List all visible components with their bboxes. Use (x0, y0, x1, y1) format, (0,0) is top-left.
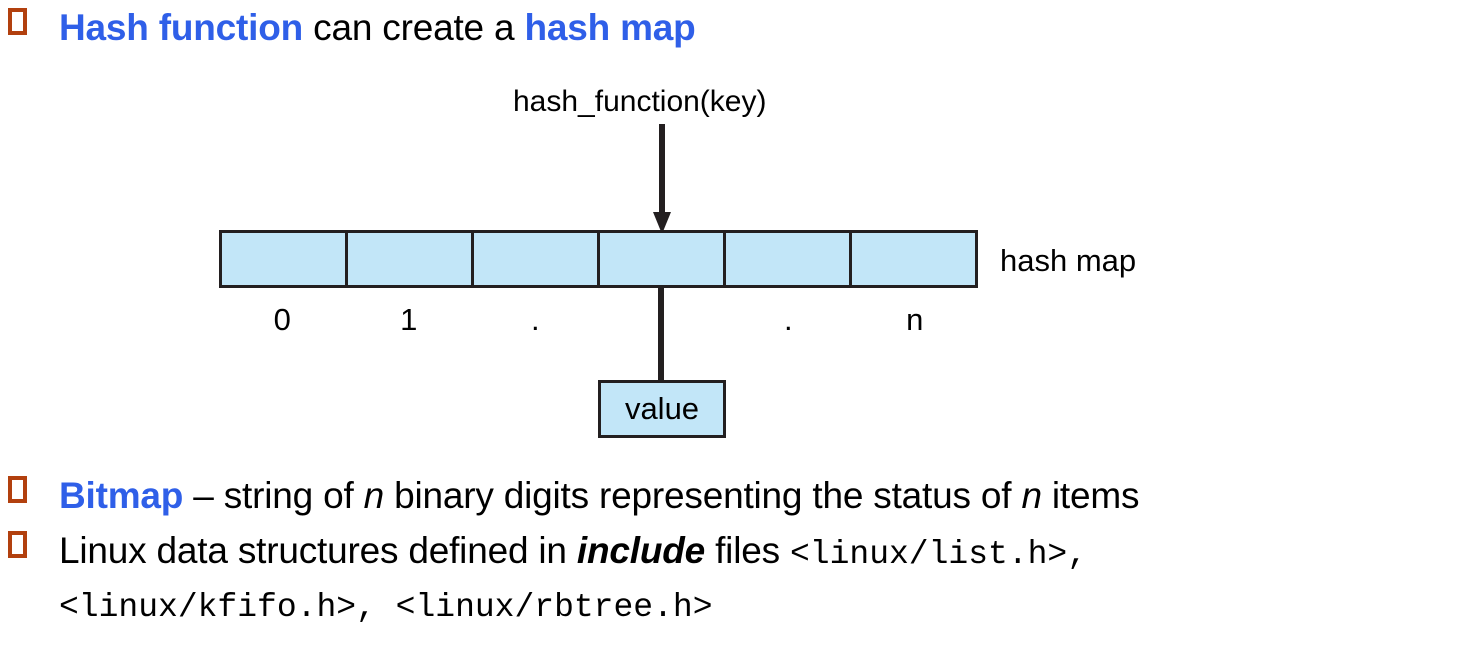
index-label-2: . (530, 302, 540, 337)
hash-map-cell-1[interactable] (348, 233, 474, 285)
bullet-emphasis-include: include (576, 530, 706, 571)
bullet-item-linux-data-structures: Linux data structures defined in include… (8, 525, 1087, 581)
bullet-emphasis-bitmap: Bitmap (59, 475, 184, 516)
bullet-text-linux-continuation: <linux/kfifo.h>, <linux/rbtree.h> (59, 578, 713, 634)
bullet-item-bitmap: Bitmap – string of n binary digits repre… (8, 470, 1140, 522)
bullet-text-bitmap: Bitmap – string of n binary digits repre… (59, 470, 1140, 522)
index-label-0: 0 (273, 302, 291, 337)
index-label-1: 1 (400, 302, 418, 337)
value-box-label: value (624, 391, 700, 426)
hash-map-table (219, 230, 978, 288)
bullet-text-linux: Linux data structures defined in include… (59, 525, 1087, 581)
index-label-4: . (783, 302, 793, 337)
bullet-plain-text: can create a (303, 7, 525, 48)
hash-map-cell-2[interactable] (474, 233, 600, 285)
hash-map-cell-0[interactable] (222, 233, 348, 285)
bullet-text-hash-function: Hash function can create a hash map (59, 2, 696, 54)
bullet-plain-text: – string of (183, 475, 364, 516)
index-label-5: n (906, 302, 924, 337)
square-outline-bullet-icon (8, 8, 27, 35)
square-outline-bullet-icon (8, 476, 27, 503)
hash-function-label: hash_function(key) (513, 85, 767, 118)
bullet-emphasis-hash-map: hash map (524, 7, 696, 48)
down-arrow-icon (652, 124, 672, 236)
bullet-italic-n: n (1021, 475, 1042, 516)
cell-to-value-connector (658, 288, 664, 382)
value-box: value (598, 380, 726, 438)
header-path-kfifo-rbtree: <linux/kfifo.h>, <linux/rbtree.h> (59, 589, 713, 626)
bullet-plain-text: items (1041, 475, 1140, 516)
hash-map-cell-4[interactable] (726, 233, 852, 285)
hash-map-cell-5[interactable] (852, 233, 975, 285)
hash-map-caption: hash map (1000, 243, 1137, 278)
hash-map-cell-3[interactable] (600, 233, 726, 285)
hash-map-diagram: hash_function(key) hash map 0 1 . . n va… (219, 85, 1137, 438)
bullet-emphasis-hash-function: Hash function (59, 7, 304, 48)
bullet-item-hash-function: Hash function can create a hash map (8, 2, 696, 54)
square-outline-bullet-icon (8, 531, 27, 558)
bullet-plain-text: files (705, 530, 790, 571)
bullet-plain-text: binary digits representing the status of (384, 475, 1022, 516)
bullet-italic-n: n (363, 475, 385, 516)
hash-map-index-row: 0 1 . . n (219, 303, 978, 337)
header-path-list-h: <linux/list.h>, (789, 536, 1088, 573)
bullet-plain-text: Linux data structures defined in (59, 530, 577, 571)
